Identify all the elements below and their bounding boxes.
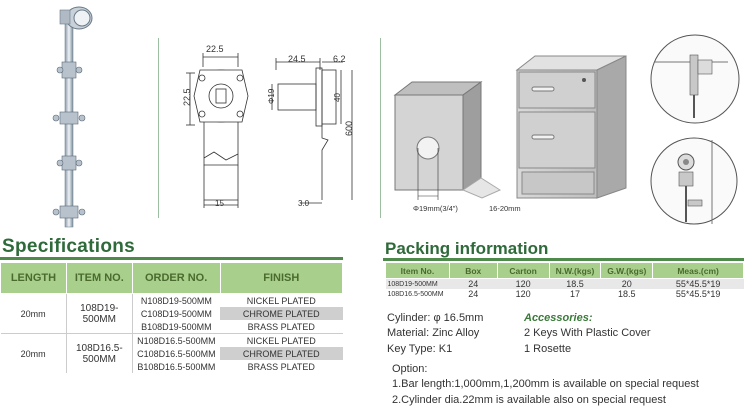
side-view-drawing (271, 58, 353, 204)
table-row: B108D19-500MM BRASS PLATED (1, 320, 343, 334)
product-illustrations: 22.5 22.5 15 24.5 6.2 Φ19 40 600 3.0 Φ19… (52, 6, 740, 228)
dim-24-5: 24.5 (288, 54, 306, 64)
bar-lock-photo (52, 6, 93, 228)
detail-circle-top (650, 34, 740, 124)
pack-header-nw: N.W.(kgs) (548, 262, 602, 279)
spec-order-no: C108D19-500MM (140, 308, 212, 319)
dim-600: 600 (344, 121, 354, 136)
packing-table: Item No. Box Carton N.W.(kgs) G.W.(kgs) … (385, 262, 744, 299)
thickness-label: 16-20mm (489, 204, 521, 213)
spec-header-order-no: ORDER NO. (131, 262, 221, 294)
accessory-item: 2 Keys With Plastic Cover (524, 327, 651, 339)
spec-order-no: B108D16.5-500MM (137, 361, 216, 372)
spec-length: 20mm (0, 293, 67, 334)
packing-title: Packing information (385, 239, 549, 258)
table-row: C108D16.5-500MM CHROME PLATED (1, 347, 343, 360)
dim-width-top: 22.5 (206, 44, 224, 54)
option-heading: Option: (392, 363, 428, 375)
table-row: 108D16.5-500MM 24 120 17 18.5 55*45.5*19 (386, 289, 744, 299)
detail-circle-bottom (650, 137, 738, 225)
pack-header-meas: Meas.(cm) (652, 262, 744, 279)
spec-finish: BRASS PLATED (247, 361, 315, 372)
cabinet-illustration (515, 55, 627, 199)
pack-cell: 24 (449, 278, 498, 289)
accessories-heading: Accessories: (524, 312, 593, 324)
spec-finish: NICKEL PLATED (220, 293, 343, 307)
table-row: 108D19-500MM 24 120 18.5 20 55*45.5*19 (385, 278, 744, 289)
pack-cell: 120 (497, 278, 550, 289)
option-item: 2.Cylinder dia.22mm is available also on… (392, 394, 666, 406)
front-view-drawing (186, 53, 249, 208)
pack-cell: 20 (600, 278, 653, 289)
key-type-spec: Key Type: K1 (387, 343, 453, 355)
pack-cell: 18.5 (618, 289, 636, 299)
pack-cell: 120 (515, 289, 531, 299)
pack-header-carton: Carton (496, 262, 550, 279)
material-spec: Material: Zinc Alloy (387, 327, 480, 339)
spec-item-no: 108D16.5-500MM (66, 333, 133, 373)
spec-order-no: N108D16.5-500MM (132, 333, 220, 347)
pack-cell: 108D16.5-500MM (387, 290, 444, 298)
pack-cell: 55*45.5*19 (652, 278, 744, 289)
pack-header-gw: G.W.(kgs) (600, 262, 654, 279)
pack-cell: 24 (468, 289, 479, 299)
panel-hole-illustration (393, 81, 502, 200)
spec-header-finish: FINISH (219, 262, 343, 294)
pack-cell: 108D19-500MM (385, 278, 450, 289)
specifications-table: LENGTH ITEM NO. ORDER NO. FINISH 20mm 10… (0, 262, 343, 373)
table-row: B108D16.5-500MM BRASS PLATED (1, 360, 343, 373)
dim-height-left: 22.5 (182, 88, 192, 106)
dim-6-2: 6.2 (333, 54, 346, 64)
spec-header-item-no: ITEM NO. (65, 262, 133, 294)
spec-finish: BRASS PLATED (247, 321, 315, 332)
accessory-item: 1 Rosette (524, 343, 572, 355)
pack-header-box: Box (448, 262, 498, 279)
spec-header-row: LENGTH ITEM NO. ORDER NO. FINISH (0, 262, 343, 294)
pack-cell: 55*45.5*19 (675, 289, 721, 299)
dim-bottom: 15 (215, 199, 224, 208)
specifications-title: Specifications (2, 236, 136, 257)
pack-cell: 18.5 (549, 278, 601, 289)
spec-length: 20mm (0, 333, 67, 373)
packing-title-bar (383, 258, 744, 261)
pack-header-row: Item No. Box Carton N.W.(kgs) G.W.(kgs) … (385, 262, 744, 279)
table-row: 20mm 108D19-500MM N108D19-500MM NICKEL P… (0, 293, 343, 334)
table-row: C108D19-500MM CHROME PLATED (1, 307, 343, 320)
cylinder-spec: Cylinder: φ 16.5mm (387, 312, 484, 324)
spec-finish: NICKEL PLATED (220, 333, 343, 347)
spec-order-no: C108D16.5-500MM (137, 348, 216, 359)
table-row: 20mm 108D16.5-500MM N108D16.5-500MM NICK… (0, 333, 343, 373)
specifications-title-bar (0, 257, 343, 260)
spec-header-length: LENGTH (0, 262, 67, 294)
spec-item-no: 108D19-500MM (66, 293, 133, 334)
spec-order-no: N108D19-500MM (132, 293, 220, 307)
dim-40: 40 (333, 93, 342, 102)
option-item: 1.Bar length:1,000mm,1,200mm is availabl… (392, 378, 699, 390)
dim-diameter: Φ19 (267, 88, 276, 104)
dim-3-0: 3.0 (298, 199, 310, 208)
spec-finish: CHROME PLATED (220, 307, 343, 320)
spec-order-no: B108D19-500MM (141, 321, 212, 332)
hole-label: Φ19mm(3/4") (413, 204, 458, 213)
spec-finish: CHROME PLATED (220, 347, 343, 360)
pack-header-item-no: Item No. (385, 262, 450, 279)
pack-cell: 17 (569, 289, 580, 299)
